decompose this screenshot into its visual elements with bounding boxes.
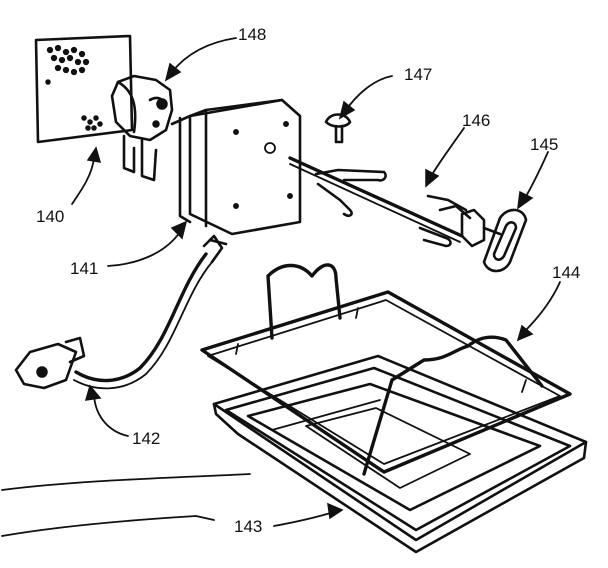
part-142-power-cord	[14, 234, 228, 390]
callout-145: 145	[530, 135, 558, 154]
part-146-spit-rod	[288, 156, 472, 248]
arrowhead-148	[164, 62, 182, 82]
leader-140	[71, 157, 95, 205]
background-sketch-lines	[1, 473, 251, 537]
callout-144: 144	[552, 263, 580, 282]
part-145-handle	[460, 208, 528, 273]
part-140-mounting-plate	[34, 34, 134, 144]
part-143-drip-pan	[212, 354, 588, 554]
arrowhead-144	[516, 324, 534, 342]
leader-145	[523, 151, 549, 201]
leader-144	[523, 281, 561, 333]
callout-140: 140	[36, 207, 64, 226]
callout-147: 147	[404, 65, 432, 84]
leader-142	[93, 395, 129, 437]
arrowhead-147	[338, 100, 356, 120]
arrowhead-140	[86, 146, 102, 163]
arrowhead-143	[327, 502, 344, 520]
callout-142: 142	[132, 429, 160, 448]
callout-labels: 148 140 141 147 146 145 144 142 143	[36, 25, 580, 536]
arrowhead-142	[84, 384, 102, 401]
part-144-wire-rack	[200, 263, 572, 476]
part-148-switch	[110, 74, 174, 182]
arrowhead-146	[425, 168, 440, 188]
leader-148	[171, 37, 237, 73]
callout-148: 148	[238, 25, 266, 44]
callout-143: 143	[234, 517, 262, 536]
leader-141	[107, 231, 181, 267]
callout-146: 146	[462, 111, 490, 130]
leader-146	[429, 127, 465, 179]
arrowhead-145	[517, 190, 534, 210]
arrowhead-141	[170, 220, 188, 240]
part-141-motor-box	[170, 98, 302, 236]
leader-lines	[71, 37, 561, 527]
leader-143	[273, 511, 335, 527]
callout-141: 141	[70, 259, 98, 278]
leader-147	[345, 75, 393, 111]
part-147-thumb-screw	[324, 113, 352, 144]
